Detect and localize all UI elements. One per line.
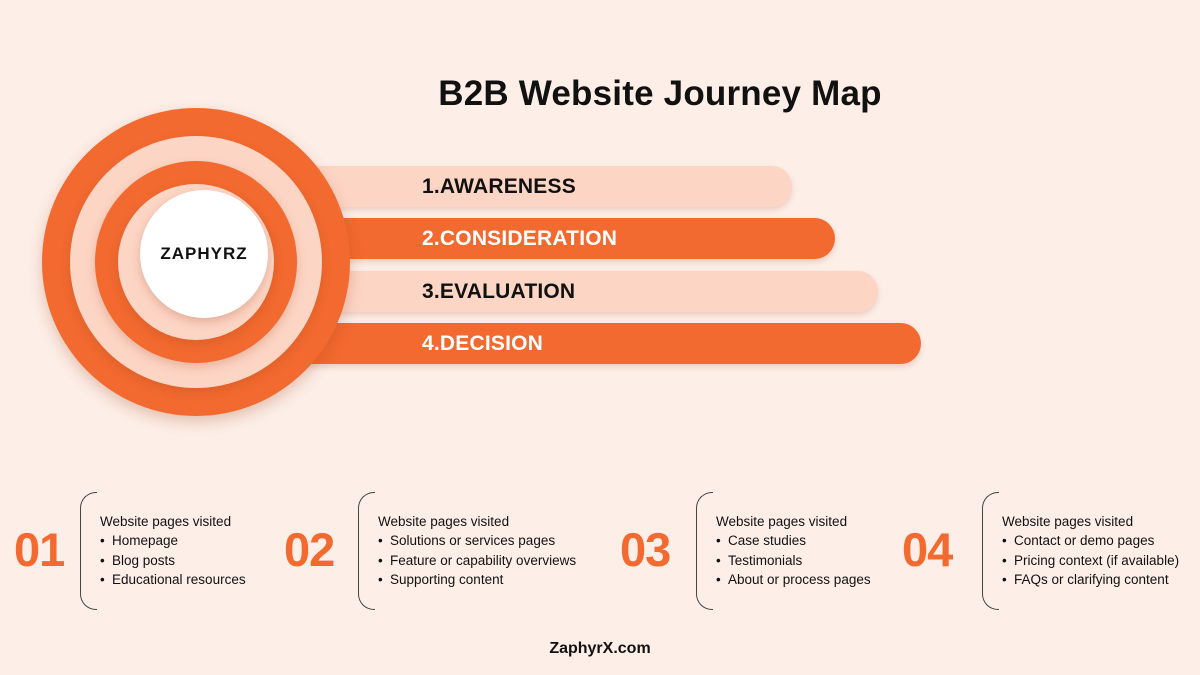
brand-logo: ZAPHYRZ: [160, 244, 248, 263]
step-heading: Website pages visited: [378, 514, 510, 529]
list-item: Blog posts: [100, 551, 246, 570]
step-number: 04: [902, 523, 953, 576]
stage-label: 1.AWARENESS: [422, 175, 576, 198]
list-item: Pricing context (if available): [1002, 551, 1179, 570]
list-item: Testimonials: [716, 551, 871, 570]
step-heading: Website pages visited: [100, 514, 232, 529]
stage-label: 4.DECISION: [422, 332, 544, 355]
list-item: Solutions or services pages: [378, 531, 576, 550]
step-details: Website pages visited Contact or demo pa…: [1002, 512, 1179, 589]
list-item: About or process pages: [716, 570, 871, 589]
list-item: Homepage: [100, 531, 246, 550]
step-number: 02: [284, 523, 335, 576]
step-number: 01: [14, 523, 65, 576]
step-heading: Website pages visited: [1002, 514, 1134, 529]
page-title: B2B Website Journey Map: [438, 74, 882, 113]
step-heading: Website pages visited: [716, 514, 848, 529]
list-item: Feature or capability overviews: [378, 551, 576, 570]
list-item: Case studies: [716, 531, 871, 550]
bracket-divider: [80, 492, 97, 610]
step-number: 03: [620, 523, 671, 576]
step-details: Website pages visited Case studies Testi…: [716, 512, 871, 589]
bracket-divider: [358, 492, 375, 610]
step-details: Website pages visited Solutions or servi…: [378, 512, 576, 589]
bracket-divider: [982, 492, 999, 610]
logo-circle: [140, 190, 268, 318]
step-details: Website pages visited Homepage Blog post…: [100, 512, 246, 589]
list-item: Supporting content: [378, 570, 576, 589]
list-item: FAQs or clarifying content: [1002, 570, 1179, 589]
stage-label: 3.EVALUATION: [422, 280, 576, 303]
list-item: Educational resources: [100, 570, 246, 589]
stage-label: 2.CONSIDERATION: [422, 227, 618, 250]
footer-website: ZaphyrX.com: [549, 640, 651, 657]
bracket-divider: [696, 492, 713, 610]
list-item: Contact or demo pages: [1002, 531, 1179, 550]
